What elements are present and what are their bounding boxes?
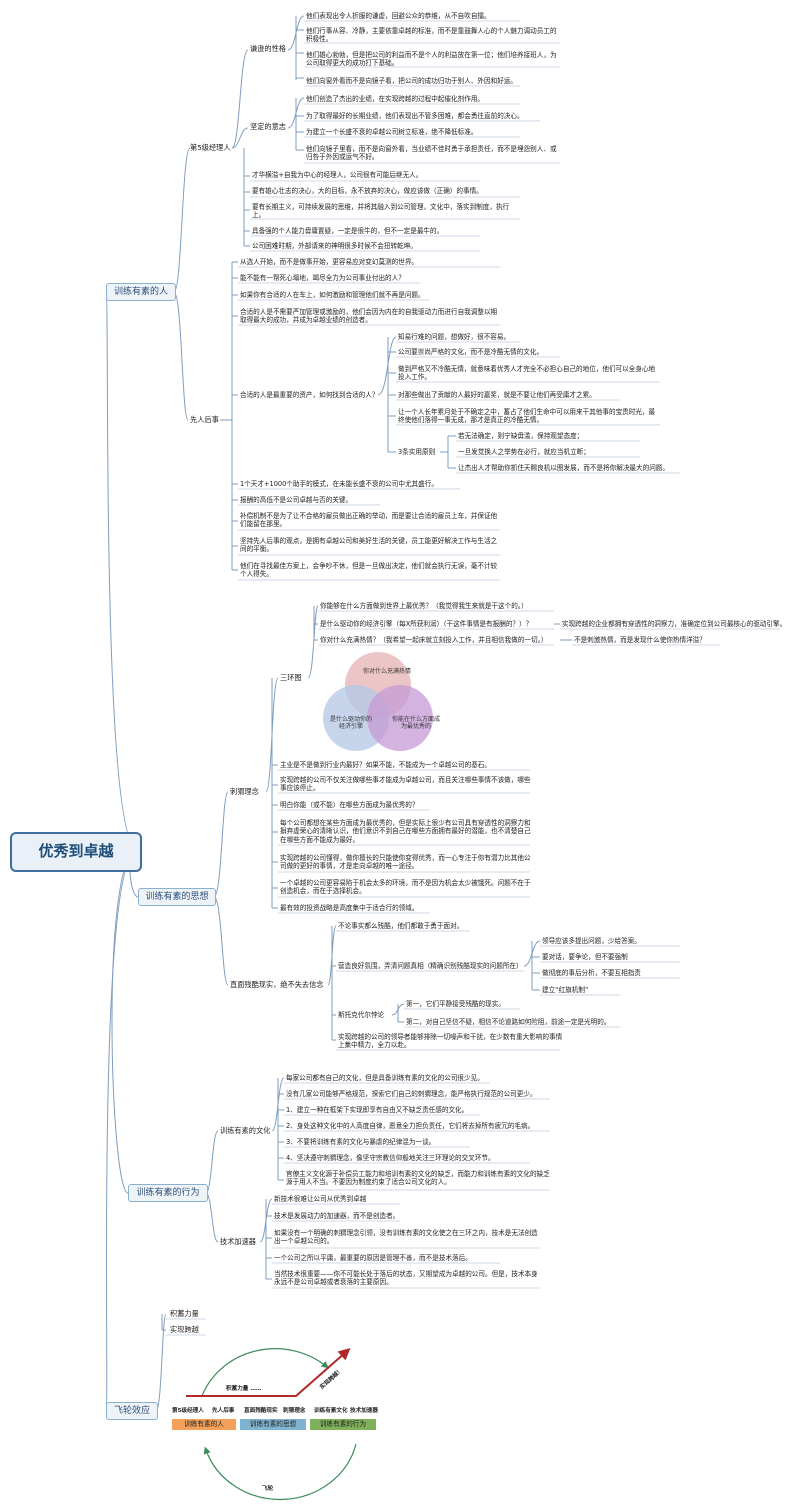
topic-tech-accelerator[interactable]: 技术加速器 xyxy=(220,1237,256,1246)
branch-trained-action[interactable]: 训练有素的行为 xyxy=(128,1184,208,1202)
culture-item-4: 2、身处这种文化中的人高度自律，愿意全力担负责任，它们将去掉所有疲冗的毛病。 xyxy=(286,1122,535,1130)
hedgehog-item-2: 实现跨越的公司不仅关注做哪些事才能成为卓越公司，而且关注哪些事情不该做，哪些事应… xyxy=(280,776,531,793)
topic-first-who[interactable]: 先人后事 xyxy=(190,415,219,424)
tech-item-5: 当然技术很重要——你不可能长处于落后的状态，又期望成为卓越的公司。但是，技术本身… xyxy=(274,1270,538,1287)
flywheel-accumulate-label: 积蓄力量 …… xyxy=(226,1386,262,1392)
truth-item-3: 做彻底的事后分析，不要互相指责 xyxy=(542,969,641,977)
flywheel-item-breakthrough: 实现跨越 xyxy=(170,1325,199,1334)
branch-trained-people[interactable]: 训练有素的人 xyxy=(106,283,176,301)
venn-label-economic: 是什么驱动你的经济引擎 xyxy=(329,716,372,730)
culture-item-3: 1、建立一种在框架下实现即享有自由又不缺乏责任感的文化。 xyxy=(286,1106,469,1114)
venn-label-passion: 你对什么充满热情 xyxy=(362,668,411,675)
facts-item-1: 不论事实都么残酷，他们都敢于勇于面对。 xyxy=(338,922,464,930)
topic-three-circles[interactable]: 三环图 xyxy=(280,673,302,682)
culture-item-2: 没有几家公司能够严格规范，探索它们自己的刺猬理念，能严格执行规范的公司更少。 xyxy=(286,1090,537,1098)
rule-item-2: 一旦发觉换人之举势在必行，就应当机立断； xyxy=(458,448,590,456)
flywheel-item-accumulate: 积蓄力量 xyxy=(170,1309,199,1318)
stock-item-1: 第一，它们平静接受残酷的现实。 xyxy=(406,1000,505,1008)
flywheel-head-4: 刺猬理念 xyxy=(283,1408,306,1414)
stock-item-2: 第二，对自己坚信不疑，相信不论道路如何险阻，前途一定是光明的。 xyxy=(406,1018,611,1026)
will-item-4: 他们向镜子里看，而不是向窗外看，当业绩不佳时勇于承担责任，而不是埋怨别人、或归咎… xyxy=(306,145,557,162)
topic-find-truth[interactable]: 营造良好氛围，弄清问题真相（精确识别残酷现实的问题所在） xyxy=(338,962,523,970)
l5-extra-3: 要有长期主义，可持续发展的思维，并将其融入到公司管理，文化中，落实到制度，执行上… xyxy=(252,203,510,220)
tech-item-1: 新技术很难让公司从优秀到卓越 xyxy=(274,1195,367,1203)
l5-extra-5: 公司困难时期，外部请来的神明很多时候不会扭转乾坤。 xyxy=(252,242,417,250)
who-post-3: 补偿机制不是为了让不合格的雇员做出正确的举动，而是要让合适的雇员上车，并保证他们… xyxy=(240,512,498,529)
topic-three-rules[interactable]: 3条实用原则 xyxy=(398,448,436,456)
modest-item-1: 他们表现出令人折服的谦虚，回避公众的恭维，从不自吹自擂。 xyxy=(306,12,491,20)
culture-item-7: 官僚主义文化源于补偿员工能力和培训有素的文化的缺乏，而能力和训练有素的文化的缺乏… xyxy=(286,1170,550,1187)
flywheel-head-5: 训练有素文化 xyxy=(314,1408,348,1414)
topic-culture[interactable]: 训练有素的文化 xyxy=(220,1126,271,1135)
branch-trained-thought[interactable]: 训练有素的思想 xyxy=(138,888,216,906)
flywheel-head-2: 先人后事 xyxy=(212,1408,235,1414)
hedgehog-item-1: 主业是不是做到行业内最好？如果不能，不能成为一个卓越公司的基石。 xyxy=(280,761,491,769)
right-item-5: 让一个人长年累月处于不确定之中，蓄占了他们生命中可以用来干其他事的宝贵时光，最终… xyxy=(398,408,656,425)
hedgehog-item-3: 明白你能（或不能）在哪些方面成为最优秀的？ xyxy=(280,801,419,809)
l5-extra-4: 具备强的个人能力毋庸置疑，一定是很牛的，但不一定是最牛的。 xyxy=(252,227,444,235)
tech-item-3: 如果没有一个明确的刺猬理念引领，没有训练有素的文化使之在三环之内，技术是无法创造… xyxy=(274,1229,538,1246)
hedgehog-item-6: 一个卓越的公司更容易陷于机会太多的环境，而不是因为机会太少被饿死。问题不在于创造… xyxy=(280,879,531,896)
venn-diagram xyxy=(323,652,433,751)
culture-item-6: 4、坚决遵守刺猬理念，像坚守宗教信仰般地关注三环理论的交叉环节。 xyxy=(286,1154,495,1162)
will-item-2: 为了取得最好的长期业绩，他们表现出不管多困难，都会勇往直前的决心。 xyxy=(306,112,524,120)
topic-will[interactable]: 坚定的意志 xyxy=(250,122,286,131)
circle-q3-note: 不是刺激热情，而是发现什么使你热情洋溢？ xyxy=(574,636,706,644)
flywheel-head-3: 直面残酷现实 xyxy=(244,1408,278,1414)
will-item-1: 他们创造了杰出的业绩，在实现跨越的过程中起催化剂作用。 xyxy=(306,95,485,103)
topic-right-people[interactable]: 合适的人是最重要的资产，如何找到合适的人？ xyxy=(240,391,379,399)
who-pre-2: 能不能有一帮死心塌地，竭尽全力为公司事业付出的人？ xyxy=(240,274,405,282)
hedgehog-item-4: 每个公司都想在某些方面成为最优秀的，但是实际上很少有公司具有穿透性的洞察力和摒弃… xyxy=(280,819,531,844)
root-topic[interactable]: 优秀到卓越 xyxy=(10,832,142,872)
who-post-1: 1个天才+1000个助手的模式，在未能长盛不衰的公司中尤其盛行。 xyxy=(240,480,438,488)
who-pre-4: 合适的人是不需要严加管理或激励的，他们会因为内在的自我驱动力而进行自我调整以期取… xyxy=(240,308,498,325)
who-pre-3: 如果你有合适的人在车上，如何激励和管理他们就不再是问题。 xyxy=(240,291,425,299)
flywheel-head-6: 技术加速器 xyxy=(350,1408,378,1414)
topic-hedgehog[interactable]: 刺猬理念 xyxy=(230,787,259,796)
flywheel-diagram xyxy=(186,1348,357,1501)
hedgehog-item-5: 实现跨越的公司懂得，做你擅长的只能使你变得优秀，而一心专注于你有潜力比其他公司做… xyxy=(280,854,531,871)
right-item-4: 对那些做出了贡献的人最好的嘉奖，就是不要让他们再受庸才之累。 xyxy=(398,391,596,399)
rule-item-1: 若无法确定，则宁缺毋滥，保持观望态度； xyxy=(458,432,584,440)
culture-item-1: 每家公司都有自己的文化，但是具备训练有素的文化的公司很少见。 xyxy=(286,1074,484,1082)
hedgehog-item-7: 最有效的投资战略是高度集中于适合行的领域。 xyxy=(280,904,419,912)
modest-item-3: 他们雄心勃勃，但是把公司的利益而不是个人的利益放在第一位；他们培养接班人，为公司… xyxy=(306,51,557,68)
who-post-4: 坚持先人后事的观点，是拥有卓越公司和美好生活的关键，员工能更好解决工作与生活之间… xyxy=(240,537,498,554)
topic-modest[interactable]: 谦逊的性格 xyxy=(250,44,286,53)
truth-item-1: 领导应该多提出问题，少给答案。 xyxy=(542,937,641,945)
will-item-3: 为建立一个长盛不衰的卓越公司树立标准，绝不降低标准。 xyxy=(306,128,478,136)
topic-brutal-facts[interactable]: 直面残酷现实，绝不失去信念 xyxy=(230,980,324,989)
modest-item-2: 他们行事从容、冷静，主要依靠卓越的标准，而不是靠鼓舞人心的个人魅力调动员工的积极… xyxy=(306,27,557,44)
right-item-3: 做到严格又不冷酷无情，就意味着优秀人才完全不必担心自己的地位，他们可以全身心地投… xyxy=(398,365,656,382)
venn-label-best: 你能在什么方面成为最优秀的 xyxy=(392,716,441,730)
flywheel-bar-thought: 训练有素的思想 xyxy=(240,1419,306,1430)
circle-q2: 是什么驱动你的经济引擎（每X所获利润）（干这件事情是有报酬的？）？ xyxy=(320,620,533,628)
circle-q1: 你能够在什么方面做到世界上最优秀？（我觉得我生来就是干这个的。） xyxy=(320,602,528,610)
culture-item-5: 3、不要将训练有素的文化与暴虐的纪律混为一谈。 xyxy=(286,1138,436,1146)
tech-item-2: 技术是发展动力的加速器，而不是创造者。 xyxy=(274,1212,400,1220)
who-pre-1: 从选人开始，而不是做事开始，更容易应对变幻莫测的世界。 xyxy=(240,258,419,266)
branch-flywheel[interactable]: 飞轮效应 xyxy=(106,1402,158,1420)
right-item-2: 公司要崇尚严格的文化，而不是冷酷无情的文化。 xyxy=(398,348,544,356)
truth-item-2: 要对话，要争论，但不要强制 xyxy=(542,953,628,961)
truth-item-4: 建立“红旗机制” xyxy=(542,986,589,994)
flywheel-bar-people: 训练有素的人 xyxy=(172,1419,236,1430)
l5-extra-2: 要有雄心壮志的决心，大的目标，永不放弃的决心，做应该做（正确）的事情。 xyxy=(252,187,483,195)
facts-last: 实现跨越的公司的领导者能够排除一切噪声和干扰，在少数有重大影响的事情上集中精力，… xyxy=(338,1033,563,1050)
who-post-2: 报酬的高低不是公司卓越与否的关键。 xyxy=(240,496,353,504)
tech-item-4: 一个公司之所以平庸，最重要的原因是管理不善，而不是技术落后。 xyxy=(274,1254,472,1262)
modest-item-4: 他们向窗外看而不是向镜子看，把公司的成功归功于别人、外因和好运。 xyxy=(306,77,517,85)
right-item-1: 知易行难的问题，想做好，很不容易。 xyxy=(398,333,511,341)
flywheel-wheel-label: 飞轮 xyxy=(262,1486,274,1492)
flywheel-head-1: 第5级经理人 xyxy=(172,1408,204,1414)
circle-q2-note: 实现跨越的企业都拥有穿透性的洞察力，准确定位到公司最核心的驱动引擎。 xyxy=(562,620,787,628)
circle-q3: 你对什么充满热情？（我希望一起床就立刻投入工作，并且相信我做的一切。） xyxy=(320,636,548,644)
topic-stockdale[interactable]: 斯托克代尔悖论 xyxy=(338,1011,385,1019)
topic-level5-leader[interactable]: 第5级经理人 xyxy=(190,143,231,152)
l5-extra-1: 才华横溢+自我为中心的经理人，公司很有可能后继无人。 xyxy=(252,171,423,179)
rule-item-3: 让杰出人才帮助你抓住天赐良机以图发展，而不是将你解决最大的问题。 xyxy=(458,464,669,472)
who-post-5: 他们在寻找最佳方案上，会争吵不休，但是一旦做出决定，他们就会执行无误，毫不计较个… xyxy=(240,562,498,579)
flywheel-bar-action: 训练有素的行为 xyxy=(310,1419,376,1430)
